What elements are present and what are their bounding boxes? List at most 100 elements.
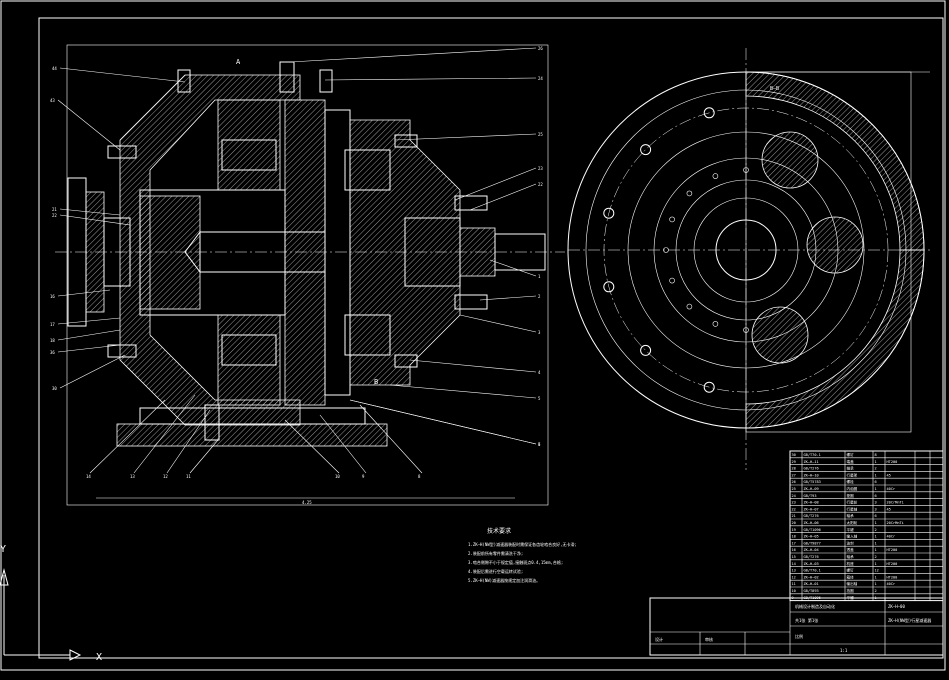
table-cell: 螺钉 <box>847 452 855 457</box>
table-cell: GB/T276 <box>804 467 819 471</box>
end-view: B—B <box>567 48 930 470</box>
leader-line <box>166 409 211 474</box>
table-cell: 太阳轮 <box>847 520 858 525</box>
balloon-label: 17 <box>50 322 55 327</box>
table-cell: ZK—H—10 <box>804 473 819 477</box>
balloon-label: 26 <box>538 46 543 51</box>
tb-title: ZK—H(NW型)行星减速器 <box>888 617 931 623</box>
balloon-label: 22 <box>538 182 543 187</box>
leader-line <box>59 354 126 389</box>
table-cell: 内齿圈 <box>847 486 858 491</box>
table-cell: 1 <box>875 541 877 545</box>
balloon-label: 1 <box>538 274 541 279</box>
bolt-holes <box>603 107 715 393</box>
leader-line <box>359 404 423 474</box>
inner-hole <box>686 190 693 197</box>
note-item: 4.装配后需进行空载运转试验; <box>468 568 523 574</box>
balloon-label: 36 <box>50 350 55 355</box>
table-cell: 29 <box>792 460 796 464</box>
section-label-top: A <box>236 58 241 66</box>
table-cell: 11 <box>792 582 796 586</box>
table-cell: ZK—H—02 <box>804 575 819 579</box>
balloon-label: 8 <box>418 474 421 479</box>
bolt <box>394 134 418 148</box>
table-cell: 平键 <box>847 527 855 532</box>
leader-line <box>59 208 121 216</box>
table-cell: 1 <box>875 582 877 586</box>
table-cell: 1 <box>875 487 877 491</box>
inner-hole <box>712 173 719 179</box>
table-cell: GB/T93 <box>804 494 817 498</box>
leader-line <box>57 99 121 151</box>
planet-gear-upper <box>217 99 281 191</box>
inner-hole <box>669 216 675 223</box>
table-cell: HT200 <box>887 562 898 566</box>
table-cell: 2 <box>875 555 877 559</box>
balloon-label: 16 <box>50 294 55 299</box>
ring-gear <box>284 99 326 406</box>
table-cell: ZK—H—05 <box>804 535 819 539</box>
tb-company: 机械设计制造及自动化 <box>795 603 835 609</box>
inner-hole <box>663 247 669 253</box>
table-cell: GB/T9877 <box>804 541 821 545</box>
leader-line <box>57 344 121 353</box>
title-block-frame <box>649 597 944 656</box>
balloon-label: 12 <box>163 474 168 479</box>
balloon-label: 6 <box>538 442 541 447</box>
leader-line <box>189 439 219 474</box>
table-cell: 1 <box>875 575 877 579</box>
table-cell: 1 <box>875 548 877 552</box>
leader-line <box>459 314 537 333</box>
table-cell: GB/T893 <box>804 589 819 593</box>
table-cell: 13 <box>792 569 796 573</box>
table-cell: ZK—H—06 <box>804 521 819 525</box>
balloon-label: 22 <box>52 213 57 218</box>
balloon-label: 5 <box>538 396 541 401</box>
planet-bearing-lower <box>221 334 277 366</box>
bolt <box>319 69 333 93</box>
bolt <box>107 344 137 358</box>
balloon-label: 18 <box>50 338 55 343</box>
leader-line <box>479 295 537 301</box>
table-cell: 挡圈 <box>847 588 855 593</box>
table-cell: 1 <box>875 521 877 525</box>
table-cell: 透盖 <box>847 547 855 552</box>
bolt <box>279 61 295 93</box>
table-cell: 轴承 <box>847 513 855 518</box>
table-cell: GB/T70.1 <box>804 453 821 457</box>
balloon-label: 30 <box>52 386 57 391</box>
ucs-x-label: X <box>96 652 102 663</box>
leader-line <box>89 399 166 474</box>
bolt <box>394 354 418 368</box>
table-cell: 30 <box>792 453 796 457</box>
table-cell: 1 <box>875 473 877 477</box>
output-shaft-step <box>459 227 496 277</box>
balloon-label: 2 <box>538 294 541 299</box>
width-dimension: 4.25 <box>302 500 312 505</box>
table-cell: 端盖 <box>847 459 855 464</box>
table-cell: 28 <box>792 467 796 471</box>
bolt-hole <box>640 344 652 356</box>
output-shaft <box>494 233 546 271</box>
table-cell: GB/T276 <box>804 555 819 559</box>
table-cell: 箱体 <box>847 574 855 579</box>
tb-scale-label: 比例 <box>795 633 803 639</box>
table-cell: 40Cr <box>887 487 896 491</box>
table-cell: GB/T5783 <box>804 480 821 484</box>
table-cell: ZK—H—08 <box>804 501 819 505</box>
balloon-label: 21 <box>52 207 57 212</box>
input-flange <box>85 191 105 313</box>
main-view-frame <box>66 44 549 506</box>
table-cell: 23 <box>792 501 796 505</box>
table-cell: 6 <box>875 514 877 518</box>
ucs-x-arrow <box>69 649 82 661</box>
drawing-frame <box>38 17 944 659</box>
table-cell: 25 <box>792 487 796 491</box>
balloon-label: 44 <box>52 66 57 71</box>
balloon-label: 9 <box>362 474 365 479</box>
